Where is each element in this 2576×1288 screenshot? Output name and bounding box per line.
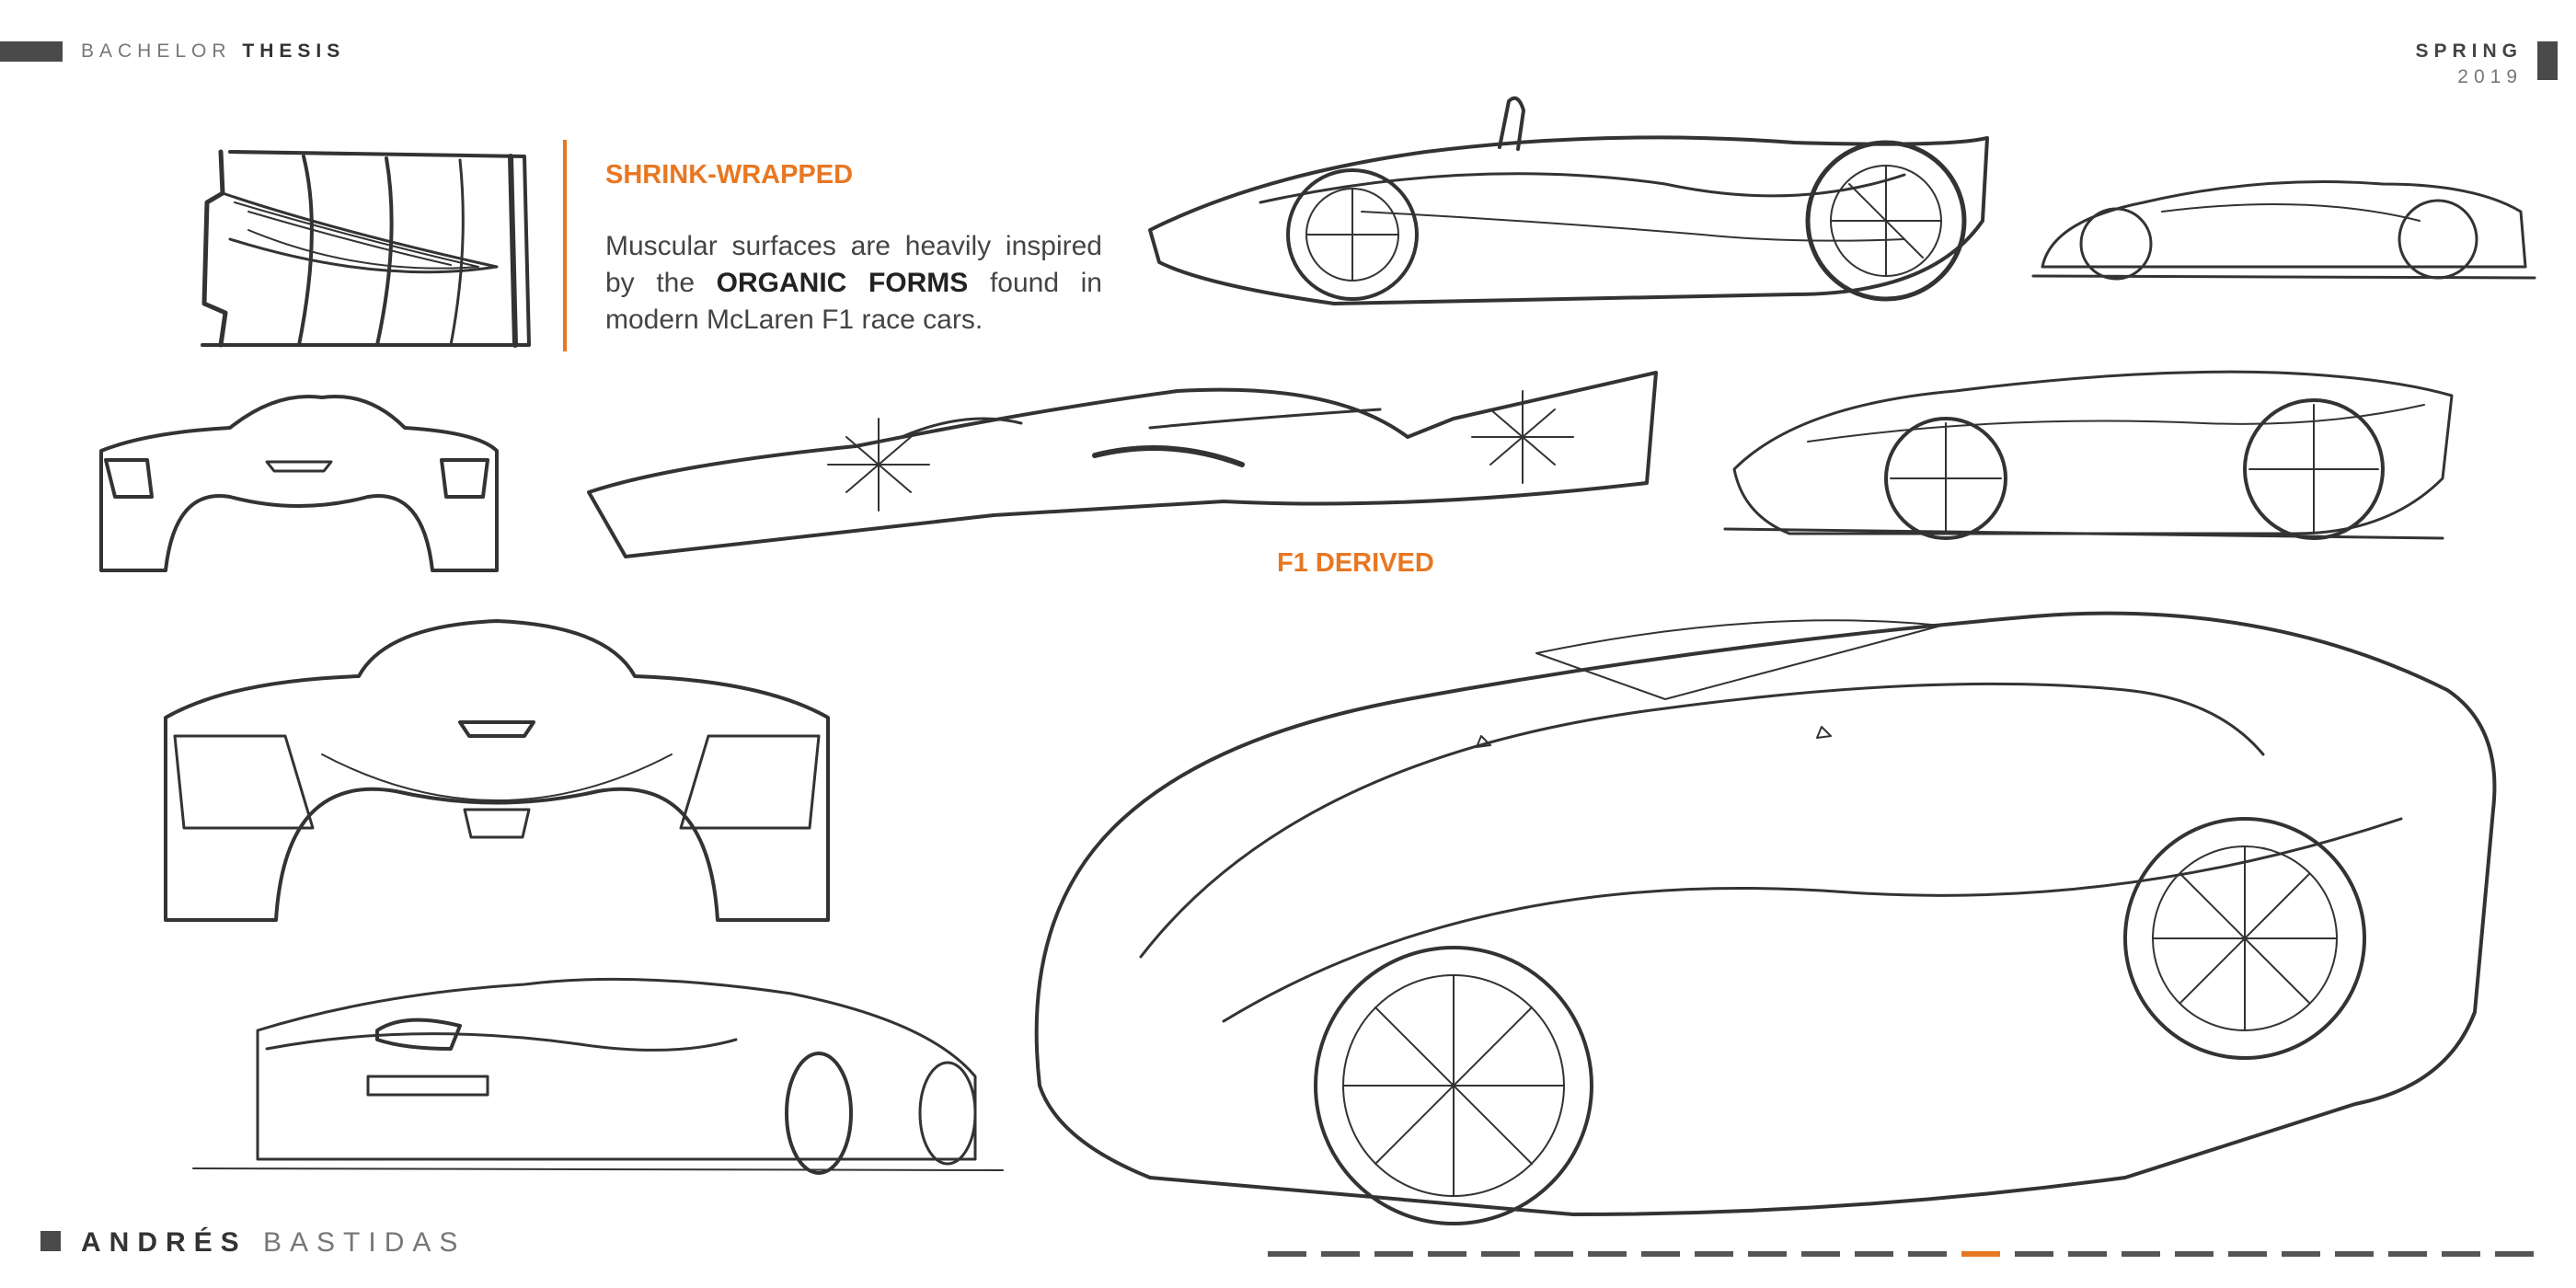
- author-name: ANDRÉS BASTIDAS: [81, 1227, 466, 1259]
- rear-view-sketch-large: [164, 619, 830, 922]
- header-title: BACHELOR THESIS: [81, 40, 345, 63]
- page-dot[interactable]: [1908, 1251, 1947, 1257]
- page-indicator: [1268, 1251, 2534, 1257]
- page-dot[interactable]: [2228, 1251, 2267, 1257]
- page-dot[interactable]: [1428, 1251, 1466, 1257]
- page-dot[interactable]: [1695, 1251, 1733, 1257]
- author-last-name: BASTIDAS: [263, 1227, 466, 1258]
- header-bar: [0, 41, 63, 62]
- page-dot[interactable]: [2388, 1251, 2427, 1257]
- rear-view-sketch-small: [99, 395, 499, 572]
- header-season: SPRING: [2415, 40, 2523, 62]
- side-view-sketch-top: [1148, 96, 1989, 305]
- header-right-bar: [2537, 41, 2558, 80]
- page-dot[interactable]: [1481, 1251, 1520, 1257]
- page-dot[interactable]: [2282, 1251, 2320, 1257]
- page-dot[interactable]: [1748, 1251, 1787, 1257]
- page-dot[interactable]: [1268, 1251, 1306, 1257]
- organic-forms-emphasis: ORGANIC FORMS: [716, 268, 969, 298]
- page-dot[interactable]: [1321, 1251, 1360, 1257]
- author-first-name: ANDRÉS: [81, 1227, 247, 1258]
- page-dot[interactable]: [1641, 1251, 1680, 1257]
- header-year: 2019: [2457, 66, 2523, 87]
- page-dot[interactable]: [1535, 1251, 1573, 1257]
- hero-sketch: [1034, 611, 2497, 1225]
- page-dot[interactable]: [2495, 1251, 2534, 1257]
- f1-car-sketch: [587, 371, 1658, 558]
- shrink-heading: SHRINK-WRAPPED: [605, 160, 854, 190]
- page-dot[interactable]: [2068, 1251, 2107, 1257]
- surface-sketch: [201, 149, 531, 348]
- header-date: SPRING 2019: [2415, 39, 2523, 90]
- page-dot[interactable]: [1855, 1251, 1893, 1257]
- header-title-bold: THESIS: [242, 40, 346, 62]
- page-dot[interactable]: [1588, 1251, 1627, 1257]
- page-dot[interactable]: [1801, 1251, 1840, 1257]
- f1-heading: F1 DERIVED: [1277, 548, 1434, 578]
- page-dot[interactable]: [2442, 1251, 2480, 1257]
- page-dot[interactable]: [2335, 1251, 2374, 1257]
- side-view-sketch-mid: [1723, 370, 2454, 540]
- rear-quarter-sketch: [192, 977, 1004, 1175]
- shrink-description: Muscular surfaces are heavily inspired b…: [605, 231, 1102, 335]
- page-dot[interactable]: [2015, 1251, 2053, 1257]
- page-dot[interactable]: [1374, 1251, 1413, 1257]
- page-dot-current[interactable]: [1961, 1251, 2000, 1257]
- side-view-sketch-small: [2031, 180, 2536, 281]
- page-dot[interactable]: [2122, 1251, 2160, 1257]
- page-dot[interactable]: [2175, 1251, 2214, 1257]
- footer-square: [40, 1231, 61, 1251]
- accent-divider: [563, 140, 567, 351]
- header-title-light: BACHELOR: [81, 40, 232, 62]
